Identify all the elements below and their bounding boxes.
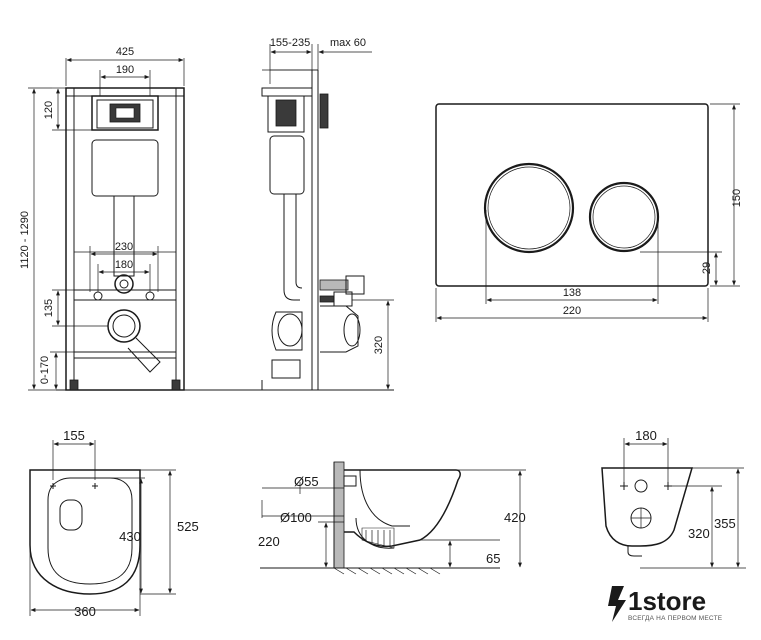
dim-width-module: 190 [116,64,134,76]
brand-slogan: ВСЕГДА НА ПЕРВОМ МЕСТЕ [628,615,723,622]
dim-width-total: 425 [116,46,134,58]
dim-back-width: 180 [635,428,657,443]
dim-depth-max: max 60 [330,37,366,49]
dim-leg-adjust: 0-170 [39,356,51,384]
dim-outlet-height: 135 [43,299,55,317]
dim-back-inlet-height: 355 [714,516,736,531]
dim-bowl-width: 360 [74,604,96,619]
brand-name: 1store [628,586,706,616]
dim-back-bolt-height: 320 [688,526,710,541]
dim-height-top: 120 [43,101,55,119]
brand-logo: 1store ВСЕГДА НА ПЕРВОМ МЕСТЕ [608,586,723,622]
bowl-top-view: 155 360 430 525 [29,428,199,619]
dim-bowl-height: 420 [504,510,526,525]
logo-bolt-icon [608,586,626,622]
dim-bowl-outlet-height: 220 [258,534,280,549]
dim-bowl-total-length: 525 [177,519,199,534]
bowl-side-view: Ø55 Ø100 220 420 65 [258,461,526,575]
dim-depth-range: 155-235 [270,37,310,49]
flush-plate-drawing: 220 138 150 29 [435,103,743,322]
dim-height-range: 1120 - 1290 [19,211,31,269]
dim-bowl-inner-length: 430 [119,529,141,544]
dim-bowl-top-width: 155 [63,428,85,443]
dim-button-spacing: 138 [563,287,581,299]
dim-bolt-spacing: 230 [115,241,133,253]
side-view-installation: 155-235 max 60 320 [190,37,394,391]
dim-button-offset: 29 [701,262,713,274]
dim-pipe-spacing: 180 [115,259,133,271]
front-view-installation: 425 190 120 1120 - 1290 230 180 135 0 [19,46,194,391]
dim-drain-height: 320 [373,336,385,354]
dim-floor-clearance: 65 [486,551,500,566]
dim-plate-width: 220 [563,305,581,317]
dim-outlet-diameter: Ø100 [280,510,312,525]
dim-plate-height: 150 [731,189,743,207]
dim-inlet-diameter: Ø55 [294,474,319,489]
bowl-back-view: 180 320 355 [601,428,746,569]
